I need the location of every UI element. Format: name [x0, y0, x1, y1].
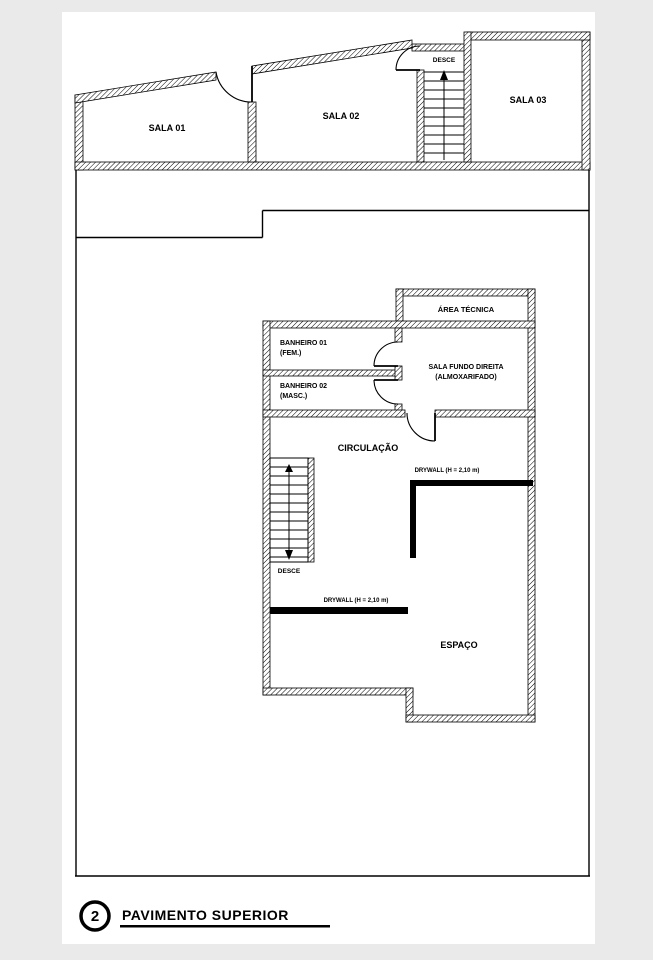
label-drywall-left: DRYWALL (H = 2,10 m)	[324, 598, 389, 604]
wall-segment	[416, 69, 425, 163]
main-wing-doors	[373, 341, 436, 442]
drywall-partitions	[270, 480, 533, 614]
label-banheiro-01-line1: BANHEIRO 01	[280, 340, 327, 347]
drywall-wall-right-vert	[410, 480, 416, 558]
wall-segment	[434, 409, 536, 418]
drywall-wall-left	[270, 607, 408, 614]
wall-segment	[394, 365, 403, 381]
door-arc	[395, 45, 421, 71]
wall-segment	[262, 320, 536, 329]
wall-segment	[394, 327, 403, 343]
wall-segment	[466, 31, 591, 41]
stair-direction-arrow-down	[285, 550, 293, 560]
wall-segment	[581, 31, 591, 171]
stair-outline	[269, 457, 309, 563]
wall-segment	[262, 409, 406, 418]
label-sala-fundo-line1: SALA FUNDO DIREITA	[428, 364, 503, 371]
upper-wing-walls	[74, 31, 591, 171]
label-banheiro-02-line1: BANHEIRO 02	[280, 383, 327, 390]
upper-wing-doors	[215, 45, 421, 103]
wall-segment	[411, 43, 468, 52]
label-sala-fundo-line2: (ALMOXARIFADO)	[435, 374, 496, 381]
label-sala-01: SALA 01	[149, 123, 186, 133]
label-area-tecnica: ÁREA TÉCNICA	[438, 305, 495, 314]
main-staircase	[269, 457, 309, 563]
wall-segment	[262, 320, 271, 696]
sloped-wall-segment	[74, 71, 217, 104]
wall-segment	[395, 288, 536, 297]
door-arc	[373, 341, 399, 367]
upper-staircase	[424, 70, 464, 160]
sheet-title: PAVIMENTO SUPERIOR	[122, 907, 289, 923]
label-sala-02: SALA 02	[323, 111, 360, 121]
wall-segment	[262, 369, 399, 377]
title-block: 2 PAVIMENTO SUPERIOR	[79, 900, 330, 932]
label-desce-top: DESCE	[433, 57, 456, 64]
door-arc	[406, 412, 436, 442]
label-drywall-right: DRYWALL (H = 2,10 m)	[415, 468, 480, 474]
stair-direction-arrow	[440, 70, 448, 80]
lot-outline	[75, 170, 590, 877]
drywall-wall-right	[410, 480, 533, 486]
wall-segment	[247, 101, 257, 163]
wall-segment	[405, 714, 536, 723]
label-banheiro-02-line2: (MASC.)	[280, 393, 307, 400]
wall-segment	[74, 94, 84, 171]
label-circulacao: CIRCULAÇÃO	[338, 443, 399, 453]
main-wing-walls	[262, 288, 536, 723]
label-banheiro-01-line2: (FEM.)	[280, 350, 301, 357]
label-sala-03: SALA 03	[510, 95, 547, 105]
door-arc	[373, 379, 399, 405]
wall-segment	[74, 161, 591, 171]
sheet-number: 2	[91, 908, 99, 925]
wall-segment	[463, 31, 472, 163]
wall-segment	[527, 288, 536, 723]
sheet-number-circle	[79, 900, 111, 932]
wall-segment	[262, 687, 414, 696]
title-underline	[120, 925, 330, 928]
wall-segment	[307, 457, 315, 563]
stair-direction-arrow-up	[285, 464, 293, 472]
label-desce-mid: DESCE	[278, 568, 301, 575]
door-arc	[215, 71, 253, 103]
label-espaco: ESPAÇO	[440, 640, 477, 650]
paper-sheet	[62, 12, 595, 944]
